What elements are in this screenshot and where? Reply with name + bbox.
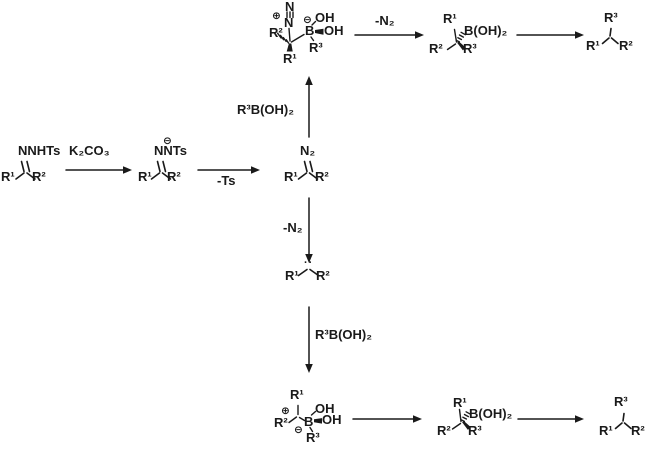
arrow-bottom-final [517, 415, 584, 423]
arrow-top-final [516, 31, 584, 39]
hydrazone-r2-label: R² [32, 169, 46, 184]
alkylboronic-top-r3-label: R³ [463, 41, 477, 56]
alkylboronic-bottom-r3-label: R³ [468, 423, 482, 438]
product-top-r3-label: R³ [604, 10, 618, 25]
boronate-bottom-oh2-label: OH [322, 412, 342, 427]
product-top-r1-label: R¹ [586, 38, 600, 53]
boronate-top-oh2-label: OH [324, 23, 344, 38]
boronate-bottom-minus-charge: ⊖ [294, 424, 303, 436]
diazo-n2-label: N₂ [300, 143, 316, 158]
carbene-bonds [297, 268, 320, 277]
borylation-up-reagent-label: R³B(OH)₂ [237, 102, 295, 117]
tosylhydrazonide-r1-label: R¹ [138, 169, 152, 184]
boronate-top-plus-charge: ⊕ [272, 10, 281, 22]
alkylboronic-top-r2-label: R² [429, 41, 443, 56]
carbene-r2-label: R² [316, 268, 330, 283]
arrow-down-borylation [305, 306, 313, 373]
boronate-bottom-r3-label: R³ [306, 430, 320, 445]
boronate-bottom-b-label: B [304, 414, 314, 429]
arrow-minus-ts [197, 166, 260, 174]
alkylboronic-top-bonds [446, 28, 467, 51]
boronate-top-n-inner-label: N [284, 15, 294, 30]
boronate-top-minus-charge: ⊖ [303, 14, 312, 26]
boronate-bottom-r1-label: R¹ [290, 387, 304, 402]
diazo-r1-label: R¹ [284, 169, 298, 184]
alkylboronic-bottom-r1-label: R¹ [453, 395, 467, 410]
hydrazone-nnhts-label: NNHTs [18, 143, 61, 158]
arrow-up-borylation [305, 76, 313, 138]
down-minus-n2-label: -N₂ [283, 220, 303, 235]
borylation-down-reagent-label: R³B(OH)₂ [315, 327, 373, 342]
arrow-k2co3 [65, 166, 132, 174]
boronate-top-r2-label: R² [269, 25, 283, 40]
boronate-top-b-label: B [305, 23, 315, 38]
boronate-top-n-terminal-label: N [285, 0, 295, 14]
minus-ts-label: -Ts [217, 173, 236, 188]
tosylhydrazonide-bonds [150, 160, 172, 180]
product-top-r2-label: R² [619, 38, 633, 53]
boronate-bottom-r2-label: R² [274, 415, 288, 430]
boronate-bottom-bonds [288, 404, 322, 433]
product-bottom-bonds [614, 412, 632, 430]
carbene-r1-label: R¹ [285, 268, 299, 283]
alkylboronic-bottom-r2-label: R² [437, 423, 451, 438]
boronate-bottom-oh1-label: OH [315, 401, 335, 416]
diazo-bonds [297, 160, 319, 180]
tosylhydrazonide-nnts-label: NNTs [154, 143, 187, 158]
hydrazone-bonds [15, 160, 36, 180]
product-bottom-r2-label: R² [631, 423, 645, 438]
alkylboronic-bottom-boh2-label: B(OH)₂ [469, 406, 513, 421]
alkylboronic-top-boh2-label: B(OH)₂ [464, 23, 508, 38]
diazo-r2-label: R² [315, 169, 329, 184]
alkylboronic-top-r1-label: R¹ [443, 11, 457, 26]
tosylhydrazonide-minus-charge: ⊖ [163, 135, 172, 147]
boronate-top-r3-label: R³ [309, 40, 323, 55]
product-bottom-r1-label: R¹ [599, 423, 613, 438]
arrow-bottom-mid [352, 415, 422, 423]
boronate-top-oh1-label: OH [315, 10, 335, 25]
carbene-lone-pair-dots: ·· [304, 257, 314, 269]
hydrazone-r1-label: R¹ [1, 169, 15, 184]
arrow-down-minus-n2 [305, 197, 313, 263]
product-top-bonds [601, 27, 619, 45]
boronate-bottom-plus-charge: ⊕ [281, 405, 290, 417]
top-minus-n2-label: -N₂ [375, 13, 395, 28]
alkylboronic-bottom-bonds [451, 408, 472, 430]
boronate-top-bonds [276, 11, 324, 52]
product-bottom-r3-label: R³ [614, 394, 628, 409]
boronate-top-r1-label: R¹ [283, 51, 297, 66]
tosylhydrazonide-r2-label: R² [167, 169, 181, 184]
arrow-top-minus-n2 [354, 31, 424, 39]
k2co3-reagent-label: K₂CO₃ [69, 143, 110, 158]
